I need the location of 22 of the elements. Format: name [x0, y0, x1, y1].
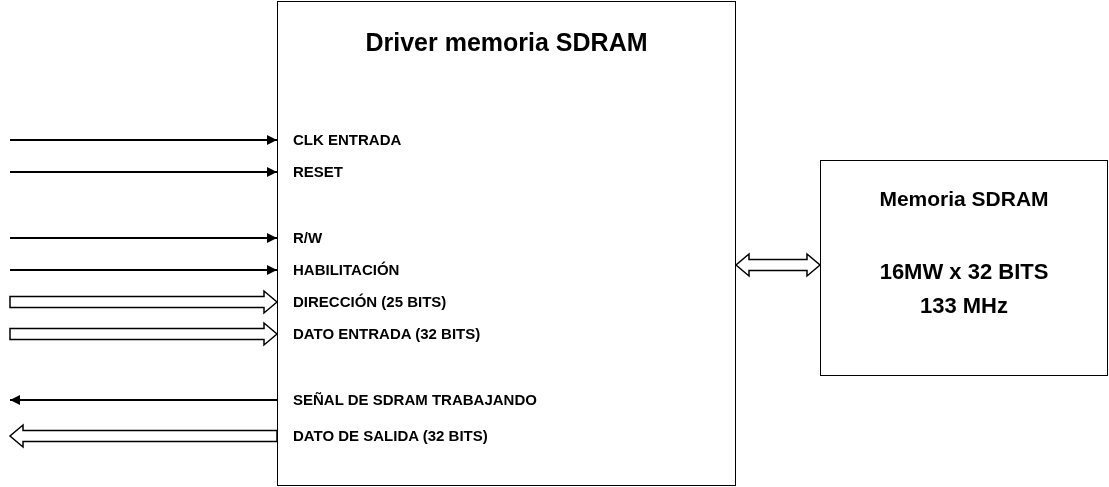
- port-label: SEÑAL DE SDRAM TRABAJANDO: [293, 390, 537, 410]
- port-label: RESET: [293, 162, 343, 182]
- block-box: [820, 160, 1108, 376]
- port-label: HABILITACIÓN: [293, 260, 400, 280]
- port-label: R/W: [293, 228, 323, 248]
- block-title: Memoria SDRAM: [879, 186, 1049, 212]
- port-label: DIRECCIÓN (25 BITS): [293, 292, 447, 312]
- block-spec: 16MW x 32 BITS 133 MHz: [878, 257, 1050, 320]
- hollow-arrow: [9, 289, 279, 315]
- hollow-arrow: [734, 252, 822, 278]
- arrow: [9, 167, 278, 177]
- block-box: [277, 1, 736, 486]
- block-title: Driver memoria SDRAM: [365, 27, 648, 58]
- port-label: DATO DE SALIDA (32 BITS): [293, 426, 488, 446]
- arrow: [9, 135, 278, 145]
- port-label: DATO ENTRADA (32 BITS): [293, 324, 481, 344]
- port-label: CLK ENTRADA: [293, 130, 402, 150]
- hollow-arrow: [9, 321, 279, 347]
- arrow: [9, 395, 278, 405]
- arrow: [9, 265, 278, 275]
- arrow: [9, 233, 278, 243]
- hollow-arrow: [8, 423, 278, 449]
